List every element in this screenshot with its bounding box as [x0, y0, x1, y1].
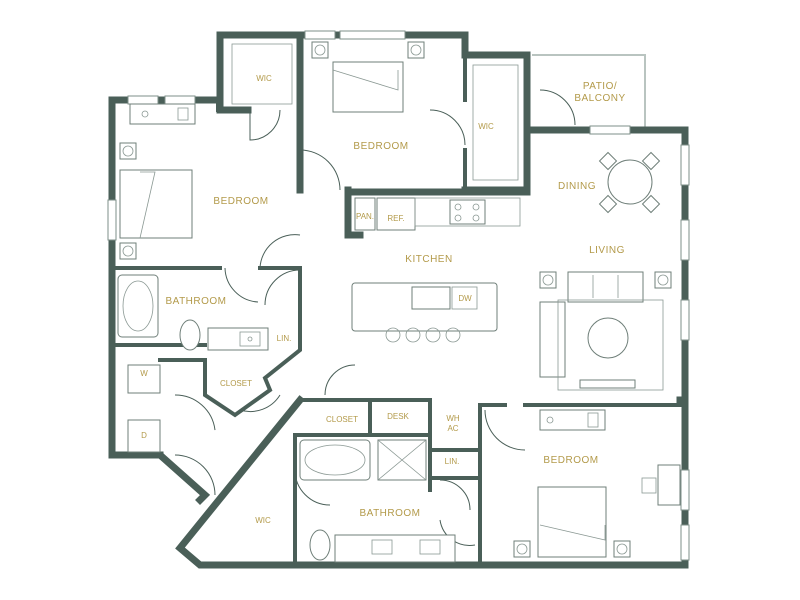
dining-table [598, 151, 661, 214]
bed-left-bedroom [119, 103, 196, 260]
fixtures [117, 41, 681, 563]
label-bathroom-left: BATHROOM [165, 296, 226, 307]
label-patio-line2: BALCONY [574, 93, 625, 104]
doors [174, 89, 576, 546]
label-ac: AC [447, 424, 458, 433]
label-refrigerator: REF. [387, 214, 404, 223]
label-linen-right: LIN. [445, 457, 460, 466]
label-kitchen: KITCHEN [405, 254, 452, 265]
bathroom-bottom-fixtures [299, 439, 456, 563]
label-wic-bottom: WIC [255, 516, 271, 525]
bed-top-bedroom [311, 41, 425, 113]
label-dishwasher: DW [458, 294, 472, 303]
label-patio-line1: PATIO/ [583, 81, 617, 92]
label-washer: W [140, 369, 148, 378]
label-wic-top-left: WIC [256, 74, 272, 83]
bathroom-left-fixtures [117, 274, 269, 351]
room-labels: WIC BEDROOM WIC PATIO/ BALCONY BEDROOM D… [140, 74, 625, 525]
label-wic-top-right: WIC [478, 122, 494, 131]
label-dryer: D [141, 431, 147, 440]
label-linen-left: LIN. [277, 334, 292, 343]
label-closet-center: CLOSET [326, 415, 358, 424]
kitchen-counters [351, 197, 521, 343]
label-wh: WH [446, 414, 460, 423]
label-desk: DESK [387, 412, 409, 421]
living-furniture [539, 271, 672, 391]
label-bedroom-top: BEDROOM [353, 141, 408, 152]
label-dining: DINING [558, 181, 596, 192]
label-bedroom-left: BEDROOM [213, 196, 268, 207]
label-living: LIVING [589, 245, 625, 256]
label-bathroom-bottom: BATHROOM [359, 508, 420, 519]
label-pantry: PAN. [356, 212, 374, 221]
windows [107, 30, 690, 561]
bed-right-bedroom [513, 409, 681, 558]
label-closet-angled: CLOSET [220, 379, 252, 388]
label-bedroom-right: BEDROOM [543, 455, 598, 466]
